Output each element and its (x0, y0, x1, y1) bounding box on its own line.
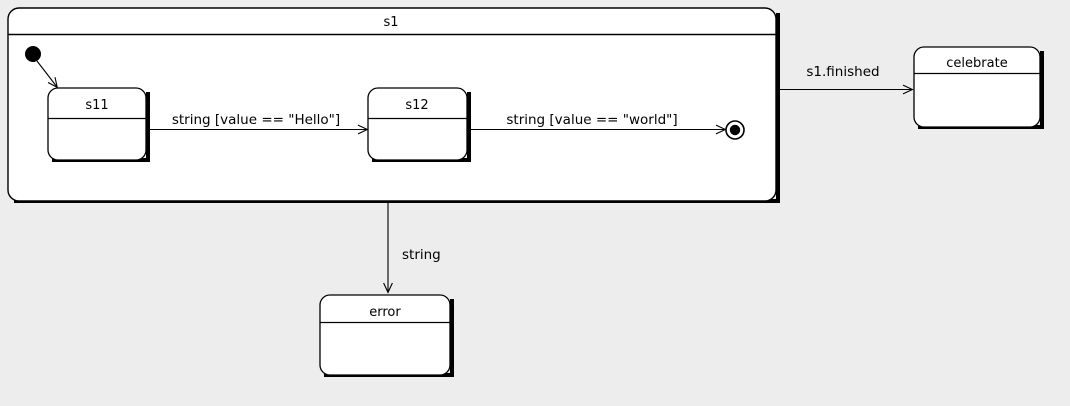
state-error[interactable]: error (319, 294, 454, 377)
state-celebrate-title: celebrate (946, 56, 1007, 71)
transition-s12-to-final-label: string [value == "world"] (506, 112, 677, 128)
final-node-inner-dot (729, 124, 741, 136)
state-celebrate-body (913, 46, 1041, 128)
state-s11-title: s11 (85, 98, 108, 113)
state-s12[interactable]: s12 (367, 87, 471, 162)
transition-s1-to-error-label: string (402, 247, 441, 263)
transition-s11-to-s12-label: string [value == "Hello"] (172, 112, 340, 128)
initial-node-dot (25, 46, 41, 62)
initial-pseudostate-icon[interactable] (25, 46, 41, 62)
final-pseudostate-icon[interactable] (725, 120, 745, 140)
state-error-body (319, 294, 451, 376)
transition-initial-to-s11[interactable] (36, 60, 59, 89)
state-s12-title: s12 (405, 98, 428, 113)
state-error-title: error (369, 305, 401, 320)
transition-s1-to-error[interactable]: string (383, 201, 441, 294)
transition-initial-to-s11-line (36, 60, 59, 89)
transition-s1-to-celebrate[interactable]: s1.finished (776, 64, 914, 95)
state-s11-body (47, 87, 147, 161)
state-s11[interactable]: s11 (47, 87, 150, 162)
state-s12-body (367, 87, 468, 161)
composite-state-title: s1 (383, 15, 398, 30)
transition-s12-to-final[interactable]: string [value == "world"] (467, 112, 727, 135)
transition-s11-to-s12[interactable]: string [value == "Hello"] (146, 112, 369, 135)
transition-s1-to-celebrate-label: s1.finished (806, 64, 879, 80)
state-celebrate[interactable]: celebrate (913, 46, 1044, 129)
